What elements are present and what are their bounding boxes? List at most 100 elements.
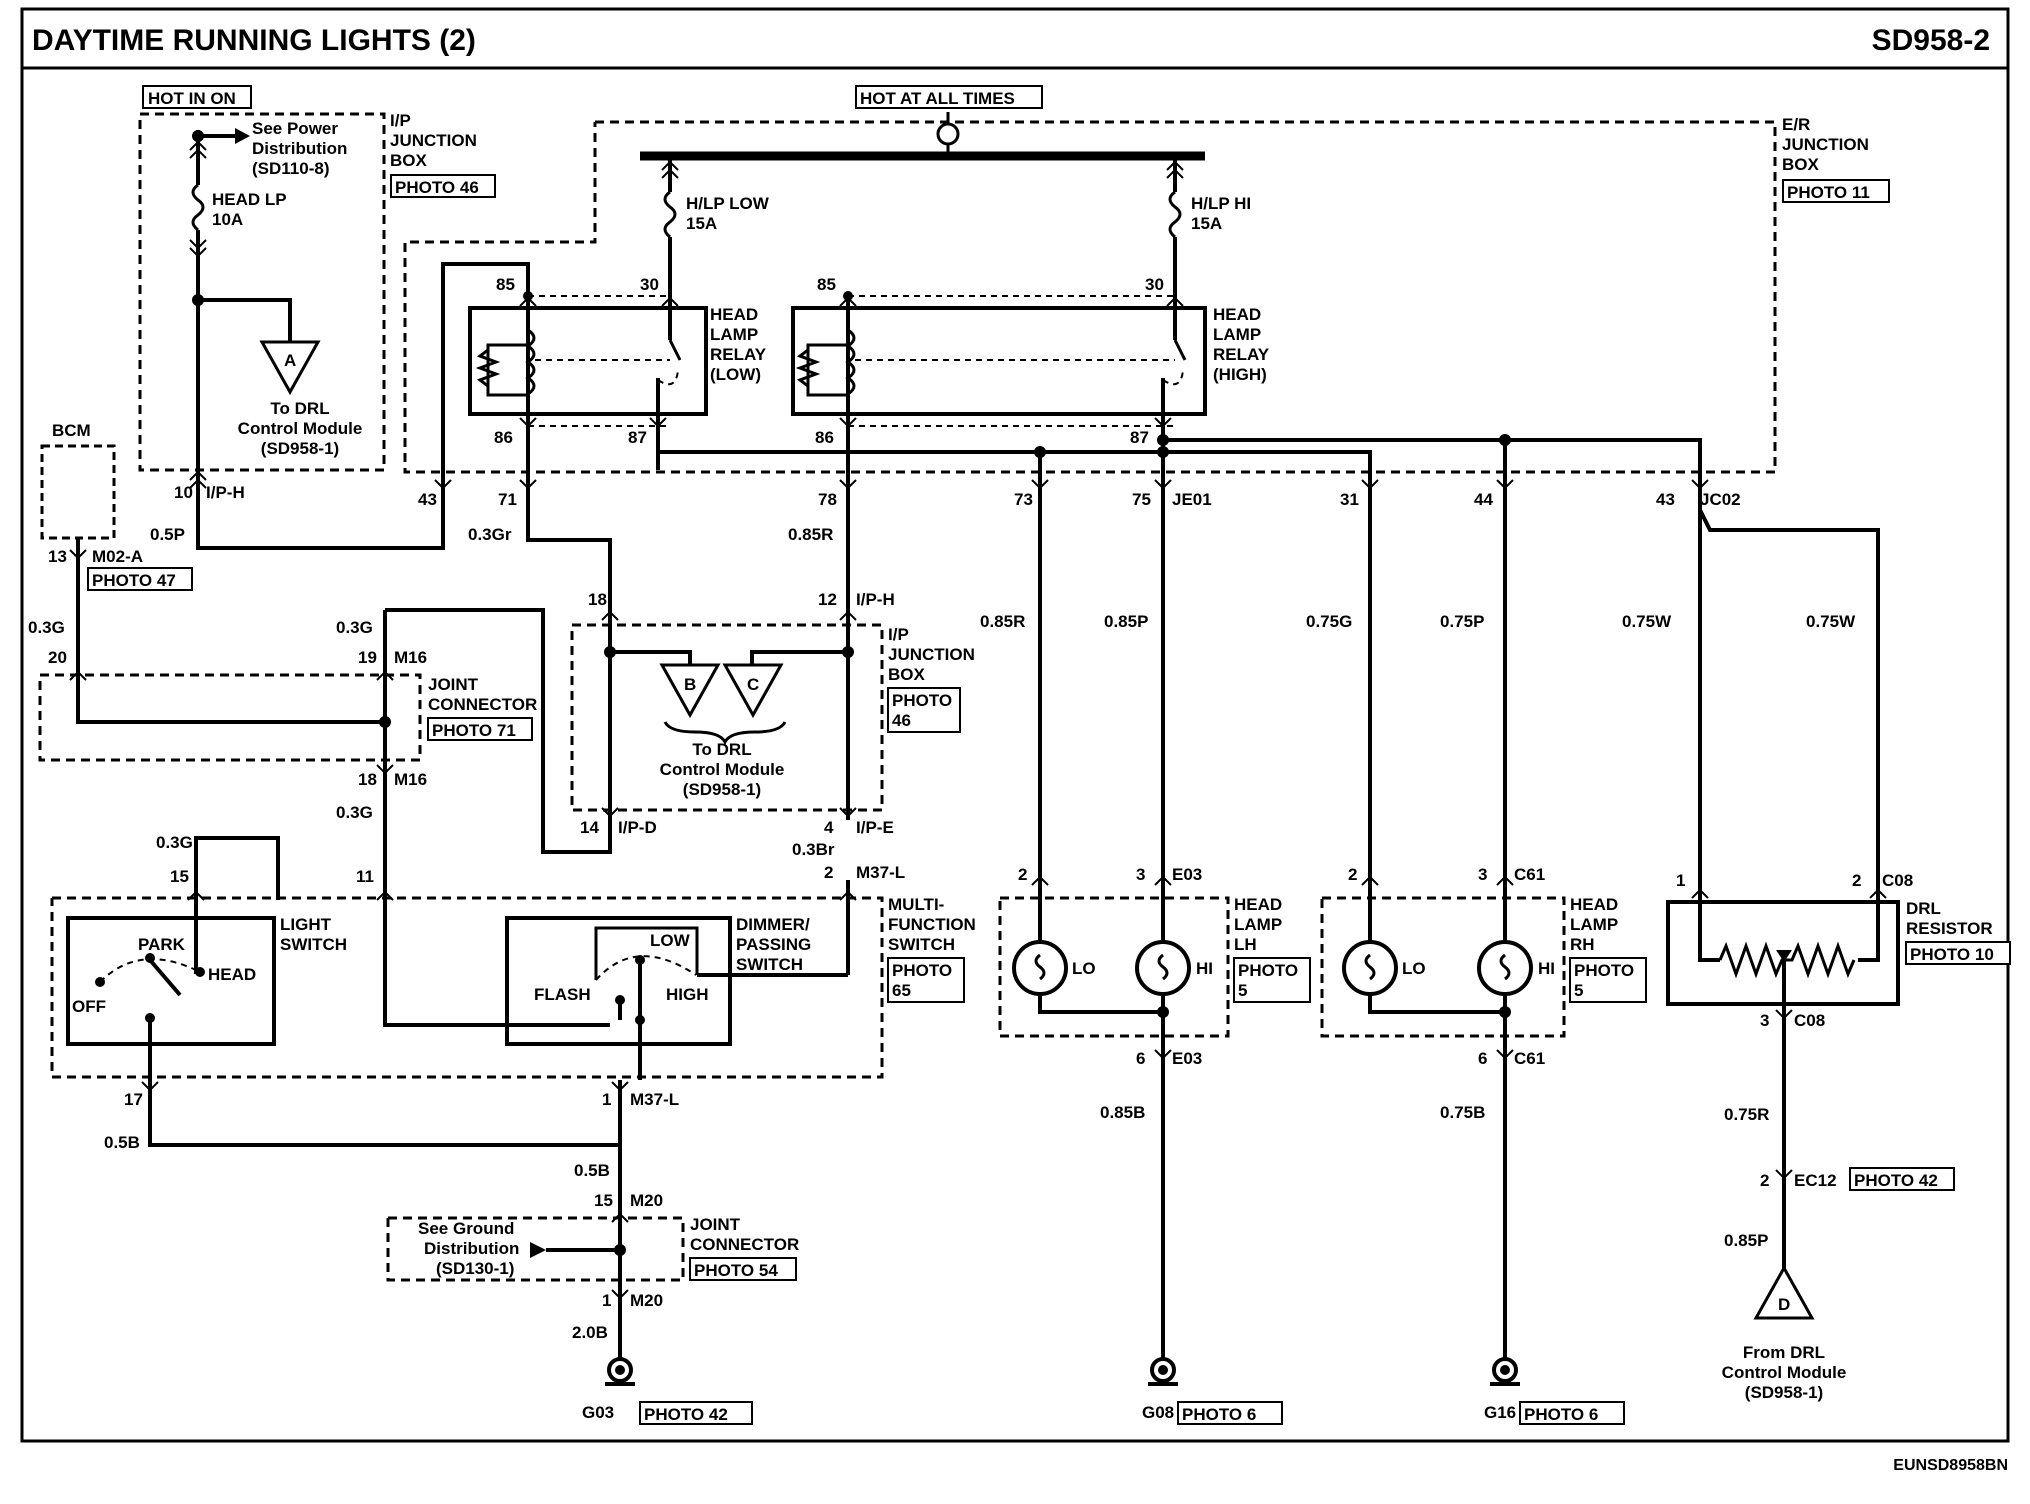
svg-text:0.75R: 0.75R: [1724, 1105, 1769, 1124]
svg-text:71: 71: [498, 490, 517, 509]
svg-text:JUNCTION: JUNCTION: [1782, 135, 1869, 154]
svg-text:G08: G08: [1142, 1403, 1174, 1422]
svg-text:Distribution: Distribution: [424, 1239, 519, 1258]
svg-text:1: 1: [602, 1090, 611, 1109]
svg-text:44: 44: [1474, 490, 1493, 509]
svg-text:(SD110-8): (SD110-8): [252, 159, 329, 178]
svg-text:JOINT: JOINT: [690, 1215, 741, 1234]
svg-text:43: 43: [1656, 490, 1675, 509]
multi-function-switch: [50, 896, 884, 1079]
svg-text:0.3G: 0.3G: [28, 618, 65, 637]
svg-text:PHOTO 71: PHOTO 71: [432, 721, 516, 740]
svg-text:DIMMER/: DIMMER/: [736, 915, 810, 934]
svg-text:PARK: PARK: [138, 935, 186, 954]
bcm-box: [40, 444, 116, 540]
svg-text:30: 30: [1145, 275, 1164, 294]
svg-text:CONNECTOR: CONNECTOR: [690, 1235, 799, 1254]
svg-text:PHOTO 42: PHOTO 42: [644, 1405, 728, 1424]
svg-text:JOINT: JOINT: [428, 675, 479, 694]
svg-text:M20: M20: [630, 1191, 663, 1210]
svg-text:20: 20: [48, 648, 67, 667]
svg-text:85: 85: [496, 275, 515, 294]
joint-connector-b: [386, 1216, 685, 1282]
svg-text:(SD130-1): (SD130-1): [436, 1259, 514, 1278]
hot-in-on-label: HOT IN ON: [148, 89, 236, 108]
fuse-hlp-hi: H/LP HI: [1191, 194, 1251, 213]
svg-text:M16: M16: [394, 648, 427, 667]
svg-text:65: 65: [892, 981, 911, 1000]
svg-text:LAMP: LAMP: [1213, 325, 1261, 344]
svg-text:17: 17: [124, 1090, 143, 1109]
svg-text:HEAD: HEAD: [1213, 305, 1261, 324]
connector-chevrons: [69, 140, 1887, 1300]
svg-text:PHOTO 6: PHOTO 6: [1182, 1405, 1256, 1424]
svg-text:I/P-H: I/P-H: [856, 590, 895, 609]
svg-text:RH: RH: [1570, 935, 1595, 954]
arrow-right-icon: [235, 128, 250, 144]
svg-text:5: 5: [1574, 981, 1583, 1000]
svg-text:C61: C61: [1514, 865, 1545, 884]
svg-text:JC02: JC02: [1700, 490, 1741, 509]
svg-text:(SD958-1): (SD958-1): [683, 780, 761, 799]
svg-text:I/P: I/P: [888, 625, 909, 644]
svg-text:0.75W: 0.75W: [1806, 612, 1856, 631]
svg-text:E03: E03: [1172, 1049, 1202, 1068]
svg-text:M02-A: M02-A: [92, 547, 143, 566]
svg-text:Control Module: Control Module: [1722, 1363, 1847, 1382]
svg-text:15A: 15A: [686, 214, 717, 233]
svg-text:PHOTO 10: PHOTO 10: [1910, 945, 1994, 964]
svg-text:PHOTO 11: PHOTO 11: [1787, 183, 1870, 202]
svg-text:0.85R: 0.85R: [788, 525, 833, 544]
svg-text:1: 1: [1676, 871, 1685, 890]
svg-text:2.0B: 2.0B: [572, 1323, 608, 1342]
svg-text:BOX: BOX: [888, 665, 926, 684]
svg-text:I/P-D: I/P-D: [618, 818, 657, 837]
svg-text:10: 10: [174, 483, 193, 502]
svg-text:87: 87: [628, 428, 647, 447]
svg-text:C08: C08: [1882, 871, 1913, 890]
svg-text:OFF: OFF: [72, 997, 106, 1016]
see-ground-label: See Ground: [418, 1219, 514, 1238]
resistor-icon: [1718, 941, 1856, 979]
svg-text:FLASH: FLASH: [534, 985, 591, 1004]
svg-text:0.3Gr: 0.3Gr: [468, 525, 512, 544]
svg-text:HI: HI: [1196, 959, 1213, 978]
svg-text:PHOTO: PHOTO: [1238, 961, 1298, 980]
svg-text:2: 2: [824, 863, 833, 882]
svg-text:PHOTO: PHOTO: [1574, 961, 1634, 980]
svg-text:12: 12: [818, 590, 837, 609]
svg-text:14: 14: [580, 818, 599, 837]
svg-text:HEAD: HEAD: [710, 305, 758, 324]
svg-text:86: 86: [815, 428, 834, 447]
svg-text:G03: G03: [582, 1403, 614, 1422]
svg-text:Distribution: Distribution: [252, 139, 347, 158]
svg-text:LH: LH: [1234, 935, 1257, 954]
svg-text:LO: LO: [1072, 959, 1096, 978]
ip-junction-box-label: I/P: [390, 111, 411, 130]
svg-text:C61: C61: [1514, 1049, 1545, 1068]
svg-text:0.75P: 0.75P: [1440, 612, 1484, 631]
head-lamp-lh: [998, 896, 1230, 1038]
svg-text:43: 43: [418, 490, 437, 509]
svg-text:HI: HI: [1538, 959, 1555, 978]
svg-text:0.3Br: 0.3Br: [792, 840, 835, 859]
svg-text:BOX: BOX: [1782, 155, 1820, 174]
svg-text:6: 6: [1478, 1049, 1487, 1068]
svg-text:0.85R: 0.85R: [980, 612, 1025, 631]
to-drl-bc-label: To DRL: [692, 740, 751, 759]
page-title: DAYTIME RUNNING LIGHTS (2): [32, 24, 476, 57]
svg-text:M20: M20: [630, 1291, 663, 1310]
svg-text:15: 15: [594, 1191, 613, 1210]
svg-text:I/P-E: I/P-E: [856, 818, 894, 837]
svg-text:JUNCTION: JUNCTION: [390, 131, 477, 150]
svg-text:RELAY: RELAY: [710, 345, 767, 364]
svg-text:78: 78: [818, 490, 837, 509]
svg-text:LAMP: LAMP: [1570, 915, 1618, 934]
svg-text:0.85P: 0.85P: [1724, 1231, 1768, 1250]
svg-text:PASSING: PASSING: [736, 935, 811, 954]
svg-text:Control Module: Control Module: [238, 419, 363, 438]
joint-connector-a: [38, 673, 422, 762]
svg-text:0.3G: 0.3G: [336, 618, 373, 637]
svg-text:A: A: [284, 351, 296, 370]
